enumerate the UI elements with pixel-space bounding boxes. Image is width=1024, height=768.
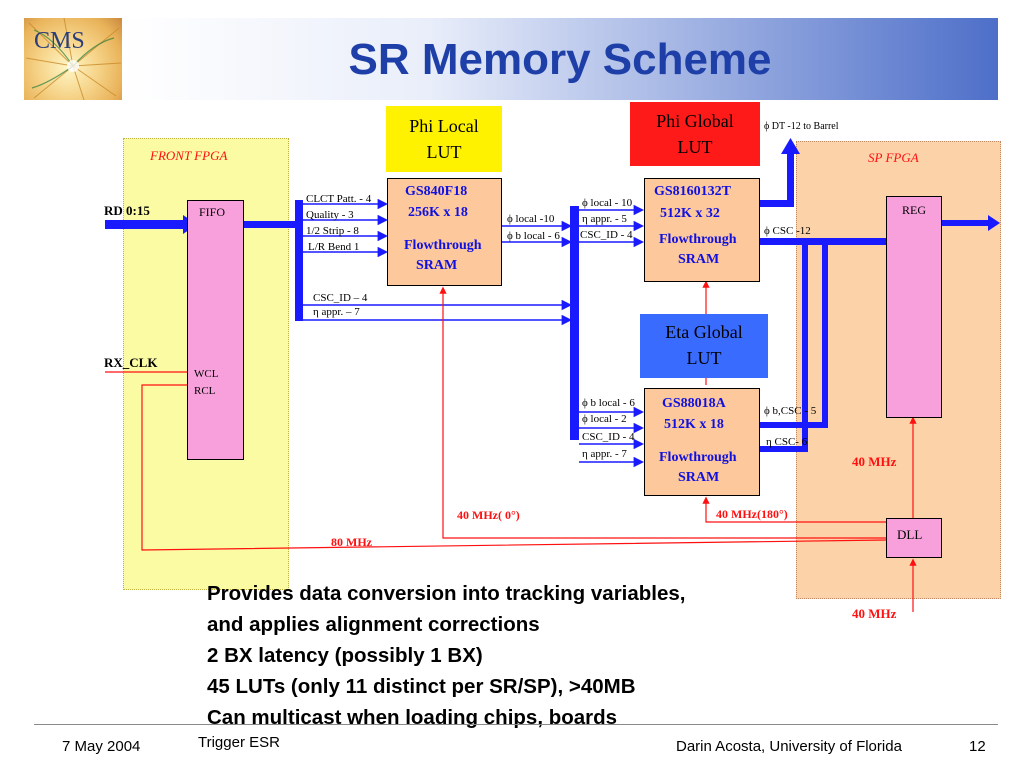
sram3-block [644,388,760,496]
bullet-line: and applies alignment corrections [207,613,540,636]
front-fpga-label: FRONT FPGA [150,148,228,163]
out-phi-dt-label: ϕ DT -12 to Barrel [764,121,839,132]
sram3-input-eta: η appr. - 7 [582,448,627,460]
phi-global-lut-box [630,102,760,166]
thin-signal-lines [303,198,645,468]
sram1-input-bend: L/R Bend 1 [308,241,360,253]
out-phi-csc-label: ϕ CSC -12 [764,225,811,237]
sram2-block [644,178,760,282]
bypass-cscid: CSC_ID – 4 [313,292,368,304]
sram2-input-phi-local: ϕ local - 10 [582,197,633,209]
fifo-rcl-label: RCL [194,385,216,397]
sram2-type: SRAM [678,252,720,267]
sram2-part: GS8160132T [654,184,732,199]
bullet-line: 2 BX latency (possibly 1 BX) [207,644,483,667]
sram3-mode: Flowthrough [659,450,737,465]
sram1-input-quality: Quality - 3 [306,209,354,221]
slide-title: SR Memory Scheme [348,35,772,84]
rd-label: RD 0:15 [104,203,150,218]
bypass-eta: η appr. – 7 [313,306,360,318]
eta-global-lut-box [640,314,768,378]
clock-80-label: 80 MHz [331,535,372,549]
sram1-input-strip: 1/2 Strip - 8 [306,225,359,237]
sram2-size: 512K x 32 [660,206,720,221]
footer-divider [34,724,998,725]
phi-local-lut-line1: Phi Local [409,116,479,136]
rxclk-label: RX_CLK [104,355,158,370]
clock-40-deg0-label: 40 MHz( 0°) [457,508,520,522]
phi-local-lut-line2: LUT [426,142,462,162]
summary-bullets: Provides data conversion into tracking v… [207,578,686,733]
sram3-type: SRAM [678,470,720,485]
dll-block [886,518,942,558]
bullet-line: Can multicast when loading chips, boards [207,706,618,729]
fifo-label: FIFO [199,205,226,219]
out-eta-csc-label: η CSC- 6 [766,436,808,448]
title-bar [122,18,998,100]
dll-label: DLL [897,527,923,542]
sram1-size: 256K x 18 [408,205,468,220]
sram2-input-cscid: CSC_ID - 4 [580,229,633,241]
eta-global-lut-line1: Eta Global [665,322,743,342]
clock-40-in-label: 40 MHz [852,606,897,621]
phi-local-lut-box [386,106,502,172]
footer-date: 7 May 2004 [62,738,141,755]
reg-block [886,196,942,418]
eta-global-lut-line2: LUT [686,348,722,368]
phi-global-lut-line2: LUT [677,137,713,157]
sram2-mode: Flowthrough [659,232,737,247]
footer-author: Darin Acosta, University of Florida [676,738,902,755]
sram1-part: GS840F18 [405,184,468,199]
sram1-output-phi-b-local: ϕ b local - 6 [507,230,560,242]
fifo-block [187,200,244,460]
phi-global-lut-line1: Phi Global [656,111,734,131]
sram1-type: SRAM [416,258,458,273]
footer-page-number: 12 [969,738,986,755]
cms-logo: CMS [24,18,122,100]
out-phi-b-csc-label: ϕ b,CSC - 5 [764,405,817,417]
clock-lines [105,280,917,612]
bullet-line: Provides data conversion into tracking v… [207,582,686,605]
reg-label: REG [902,203,926,217]
sram3-input-phi-local: ϕ local - 2 [582,413,627,425]
clock-40-deg180-label: 40 MHz(180°) [716,507,788,521]
cms-logo-text: CMS [34,28,85,54]
sram1-output-phi-local: ϕ local -10 [507,213,555,225]
footer-event: Trigger ESR [198,734,280,751]
sram3-input-cscid: CSC_ID - 4 [582,431,635,443]
fifo-wcl-label: WCL [194,368,219,380]
sram1-mode: Flowthrough [404,238,482,253]
sram3-size: 512K x 18 [664,417,724,432]
sram1-block [387,178,502,286]
sram2-input-eta: η appr. - 5 [582,213,627,225]
sram3-part: GS88018A [662,396,726,411]
data-buses [105,138,1000,452]
clock-40-sp-label: 40 MHz [852,454,897,469]
sram1-input-clct: CLCT Patt. - 4 [306,193,372,205]
sp-fpga-label: SP FPGA [868,150,919,165]
bullet-line: 45 LUTs (only 11 distinct per SR/SP), >4… [207,675,636,698]
sram3-input-phi-b-local: ϕ b local - 6 [582,397,635,409]
